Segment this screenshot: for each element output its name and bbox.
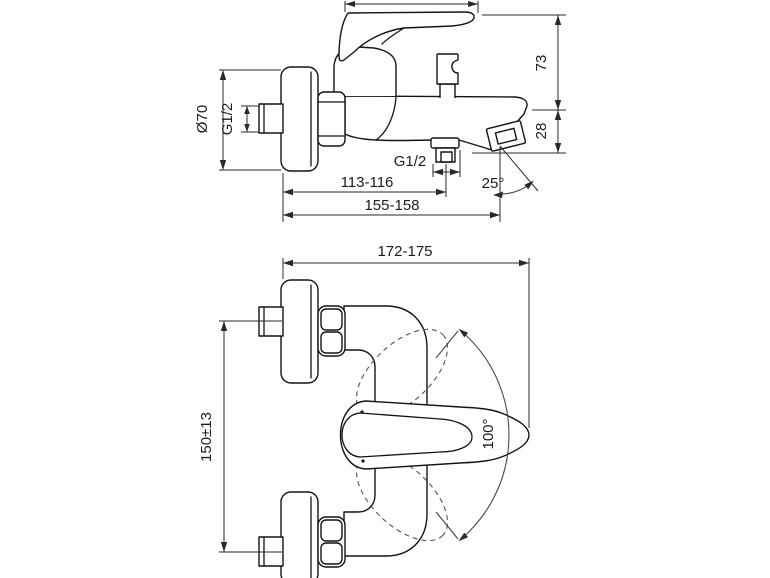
mixer-body-spout (344, 95, 528, 151)
dim-inlet-thread: G1/2 (219, 103, 259, 136)
cartridge-dome (333, 46, 397, 96)
handle-dot-upper (360, 410, 364, 414)
dim-handle-width (344, 1, 479, 13)
aerator (485, 120, 527, 152)
handle-plan (339, 400, 530, 470)
dim-inlet-centres: 150±13 (198, 320, 282, 553)
wall-flange-plan-top (280, 279, 319, 384)
union-nut-plan-bottom (317, 516, 346, 568)
label-inlet-centres: 150±13 (198, 412, 215, 462)
label-wall-to-spout: 155-158 (364, 197, 419, 214)
label-outlet-thread: G1/2 (394, 153, 427, 170)
label-inlet-thread: G1/2 (219, 103, 236, 136)
union-nut-side (317, 91, 346, 147)
shower-hose-outlet (430, 137, 460, 163)
dim-handle-swing: 100° (435, 328, 510, 542)
dim-flange-diameter: Ø70 (194, 69, 281, 171)
diverter-knob (436, 53, 459, 98)
wall-flange-plan-bottom (280, 491, 319, 578)
side-view: Ø70 G1/2 G1/2 113-116 155-15 (194, 1, 566, 222)
dim-wall-to-spout: 155-158 (283, 147, 501, 222)
label-handle-swing: 100° (480, 418, 497, 449)
label-spray-angle: 25° (482, 175, 505, 192)
label-overall-projection: 172-175 (377, 243, 432, 260)
dim-height-28: 28 (472, 110, 566, 154)
plan-view: 100° 172-175 150±13 (198, 243, 530, 578)
dim-overall-projection: 172-175 (282, 243, 530, 428)
handle-lever (338, 11, 475, 62)
dim-height-73: 73 (482, 14, 566, 111)
dim-wall-to-outlet: 113-116 (282, 164, 447, 222)
wall-flange-side (280, 66, 319, 172)
dim-outlet-thread: G1/2 (394, 150, 461, 177)
label-wall-to-outlet: 113-116 (341, 174, 394, 191)
label-flange-diameter: Ø70 (194, 105, 211, 133)
union-nut-plan-top (317, 305, 346, 357)
label-height-28: 28 (533, 123, 550, 140)
inlet-thread-side (258, 103, 284, 134)
dim-spray-angle: 25° (482, 145, 539, 198)
body-spout-transition-line (375, 96, 397, 141)
handle-dot-lower (361, 459, 365, 463)
label-height-73: 73 (533, 55, 550, 72)
handle-lever-line (381, 27, 405, 45)
